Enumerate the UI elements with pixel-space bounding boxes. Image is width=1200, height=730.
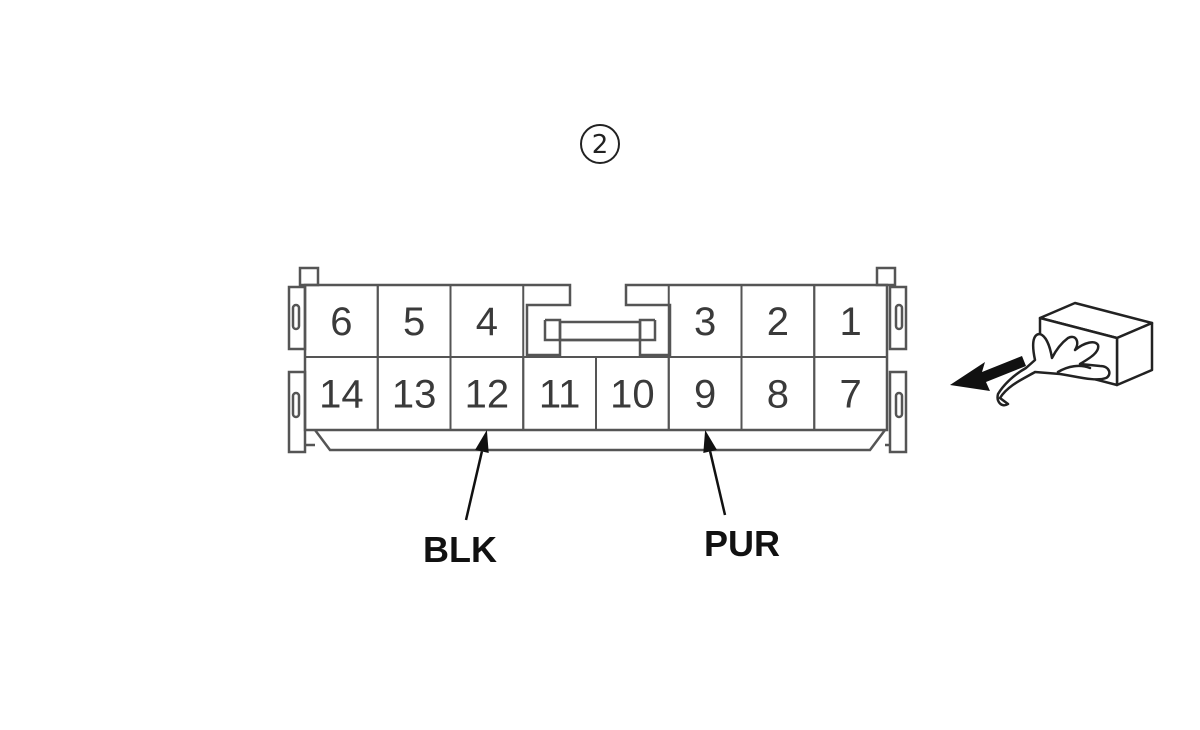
pin-number: 7 [840, 373, 862, 417]
callout-leader-line [464, 451, 484, 521]
pin-number: 8 [767, 373, 789, 417]
wire-callouts: BLK PUR [423, 430, 780, 570]
pin-number: 4 [476, 300, 498, 344]
pin-number: 11 [539, 373, 581, 417]
pin-number: 9 [694, 373, 716, 417]
pin-cell [813, 356, 888, 431]
pin-number: 6 [330, 300, 352, 344]
callout-arrowhead [703, 430, 717, 454]
pin-number: 10 [610, 373, 655, 417]
pin-number: 2 [767, 300, 789, 344]
pin-number: 5 [403, 300, 425, 344]
connector-marker-number: 2 [592, 130, 609, 160]
pin-number: 13 [392, 373, 437, 417]
pin-number: 3 [694, 300, 716, 344]
pin-number: 14 [319, 373, 364, 417]
wire-color-label: PUR [704, 523, 780, 564]
wire-color-label: BLK [423, 529, 497, 570]
pin-number: 12 [465, 373, 510, 417]
connector-marker: 2 [580, 124, 620, 164]
callout-arrowhead [475, 430, 489, 454]
pin-number: 1 [840, 300, 862, 344]
callout-leader-line [708, 451, 727, 516]
hand-inserting-connector-icon [950, 301, 1154, 407]
pin-grid: 6 5 4 3 2 1 14 13 12 11 10 9 8 7 [304, 284, 888, 431]
